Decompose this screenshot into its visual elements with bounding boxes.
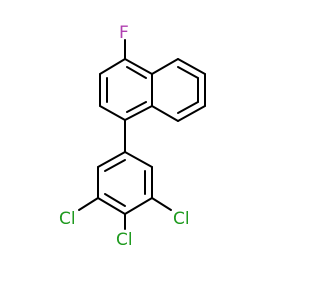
chlorine-bottom-label: Cl [116,230,133,250]
structure-diagram: F Cl Cl Cl [59,23,206,250]
bond-c8a-c1-double [126,66,147,79]
chlorine-right-label: Cl [173,209,190,229]
bond-p4-p5-double [104,193,126,207]
bond-c8a-c1 [124,58,153,75]
chlorine-left-label: Cl [59,209,76,229]
molecule-canvas: F Cl Cl Cl [59,23,206,250]
bond-p4-p5 [97,197,126,215]
bond-c4-c4a-double [126,101,147,113]
fluorine-label: F [119,23,129,43]
bond-p6-p1 [97,151,126,168]
bond-c8a-c8 [151,58,179,75]
bond-p5-chlorine-left [78,197,99,211]
bond-p3-chlorine-right [151,197,172,211]
bond-c6-c5-double [177,101,199,114]
bond-p1-p2 [124,151,153,168]
bond-p6-p1-double [104,159,126,172]
bond-c4-c4a [124,105,153,121]
bond-c8-c7 [177,58,206,75]
bond-c5-c4a [151,105,179,122]
bond-c1-c2 [99,58,126,75]
bond-p3-p4 [124,197,153,215]
bond-c8-c7-double [177,66,199,79]
bond-c6-c5 [177,105,206,122]
bond-c3-c4 [99,105,126,121]
